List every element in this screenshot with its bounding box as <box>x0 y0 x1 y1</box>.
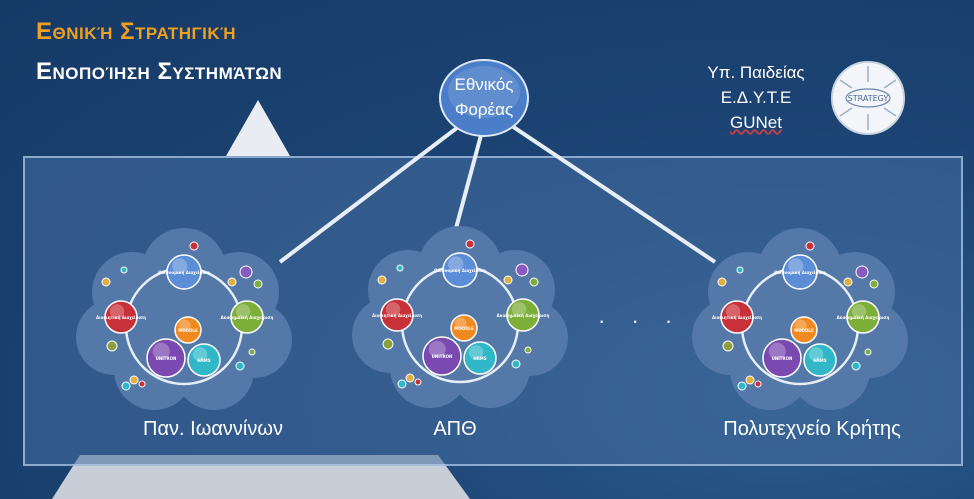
cluster-bubble <box>529 277 539 287</box>
cluster-bubble <box>121 381 131 391</box>
cluster-node-left <box>720 300 754 334</box>
cluster-bubble <box>377 275 387 285</box>
cluster-node-center-label: MOODLE <box>794 328 814 333</box>
cluster-node-bottom-right <box>187 343 221 377</box>
cluster-node-center <box>450 314 478 342</box>
cluster-bubble <box>189 241 199 251</box>
cluster-node-left-label: Διοικητική Διαχείριση <box>372 313 422 318</box>
ministry-text: Υπ. Παιδείας Ε.Δ.Υ.Τ.Ε GUNet <box>686 60 826 135</box>
cluster-bubble <box>253 279 263 289</box>
cluster-node-top <box>782 254 818 290</box>
central-node: Εθνικός Φορέας <box>440 72 528 122</box>
cluster-bubble <box>382 338 394 350</box>
cluster-bubble <box>235 361 245 371</box>
central-node-line1: Εθνικός <box>454 75 514 94</box>
title-national-strategy: Εθνική Στρατηγική <box>36 18 237 45</box>
cluster-bubble <box>864 348 872 356</box>
cluster-bubble <box>745 375 755 385</box>
cluster-bubble <box>524 346 532 354</box>
ministry-line1: Υπ. Παιδείας <box>707 63 805 82</box>
cluster-bubble <box>239 265 253 279</box>
cluster-label-apth: ΑΠΘ <box>433 418 477 440</box>
cluster-bubble <box>869 279 879 289</box>
cluster-node-bottom-left <box>146 338 186 378</box>
cluster-label-tuc: Πολυτεχνείο Κρήτης <box>723 418 901 440</box>
cluster-bubble <box>737 381 747 391</box>
cluster-node-right-label: Ακαδημαϊκή Διαχείριση <box>497 313 550 318</box>
cluster-node-bottom-left <box>422 336 462 376</box>
cluster-node-left-label: Διοικητική Διαχείριση <box>96 315 146 320</box>
cluster-bubble <box>405 373 415 383</box>
cluster-node-top <box>166 254 202 290</box>
cluster-node-left <box>380 298 414 332</box>
cluster-bubble <box>120 266 128 274</box>
cluster-node-bottom-right-label: HRMS <box>473 356 486 361</box>
ministry-line3: GUNet <box>730 113 782 132</box>
cluster-node-bottom-left <box>762 338 802 378</box>
cluster-bubble <box>129 375 139 385</box>
title-systems-integration: Ενοποίηση Συστημάτων <box>36 58 283 85</box>
ministry-line2: Ε.Δ.Υ.Τ.Ε <box>720 88 792 107</box>
cluster-node-center <box>174 316 202 344</box>
cluster-node-right <box>506 298 540 332</box>
cluster-bubble <box>101 277 111 287</box>
cluster-bubble <box>736 266 744 274</box>
cluster-bubble <box>465 239 475 249</box>
cluster-node-bottom-right <box>803 343 837 377</box>
cluster-node-top-label: Οικονομική Διαχείριση <box>158 270 210 275</box>
cluster-bubble <box>396 264 404 272</box>
cluster-node-left-label: Διοικητική Διαχείριση <box>712 315 762 320</box>
cluster-node-bottom-right <box>463 341 497 375</box>
cluster-bubble <box>843 277 853 287</box>
cluster-bubble <box>227 277 237 287</box>
cluster-node-right <box>230 300 264 334</box>
cluster-bubble <box>106 340 118 352</box>
cluster-node-right-label: Ακαδημαϊκή Διαχείριση <box>837 315 890 320</box>
cluster-bubble <box>138 380 146 388</box>
strategy-badge-text: STRATEGY <box>848 94 889 103</box>
cluster-bubble <box>397 379 407 389</box>
cluster-bubble <box>503 275 513 285</box>
cluster-node-bottom-left-label: UNITRON <box>772 356 793 361</box>
cluster-node-bottom-right-label: HRMS <box>813 358 826 363</box>
cluster-bubble <box>248 348 256 356</box>
central-node-line2: Φορέας <box>454 100 514 119</box>
cluster-node-top-label: Οικονομική Διαχείριση <box>774 270 826 275</box>
cluster-node-bottom-left-label: UNITRON <box>432 354 453 359</box>
cluster-bubble <box>511 359 521 369</box>
cluster-bubble <box>722 340 734 352</box>
cluster-node-bottom-left-label: UNITRON <box>156 356 177 361</box>
cluster-node-top <box>442 252 478 288</box>
cluster-node-right-label: Ακαδημαϊκή Διαχείριση <box>221 315 274 320</box>
cluster-bubble <box>851 361 861 371</box>
cluster-bubble <box>414 378 422 386</box>
ellipsis-dots: · · · <box>598 308 683 333</box>
cluster-node-center-label: MOODLE <box>454 326 474 331</box>
cluster-bubble <box>805 241 815 251</box>
cluster-bubble <box>717 277 727 287</box>
cluster-node-bottom-right-label: HRMS <box>197 358 210 363</box>
cluster-node-center <box>790 316 818 344</box>
cluster-label-ioannina: Παν. Ιωαννίνων <box>143 418 283 440</box>
cluster-bubble <box>754 380 762 388</box>
cluster-node-center-label: MOODLE <box>178 328 198 333</box>
cluster-bubble <box>515 263 529 277</box>
cluster-node-right <box>846 300 880 334</box>
cluster-bubble <box>855 265 869 279</box>
cluster-node-left <box>104 300 138 334</box>
cluster-node-top-label: Οικονομική Διαχείριση <box>434 268 486 273</box>
